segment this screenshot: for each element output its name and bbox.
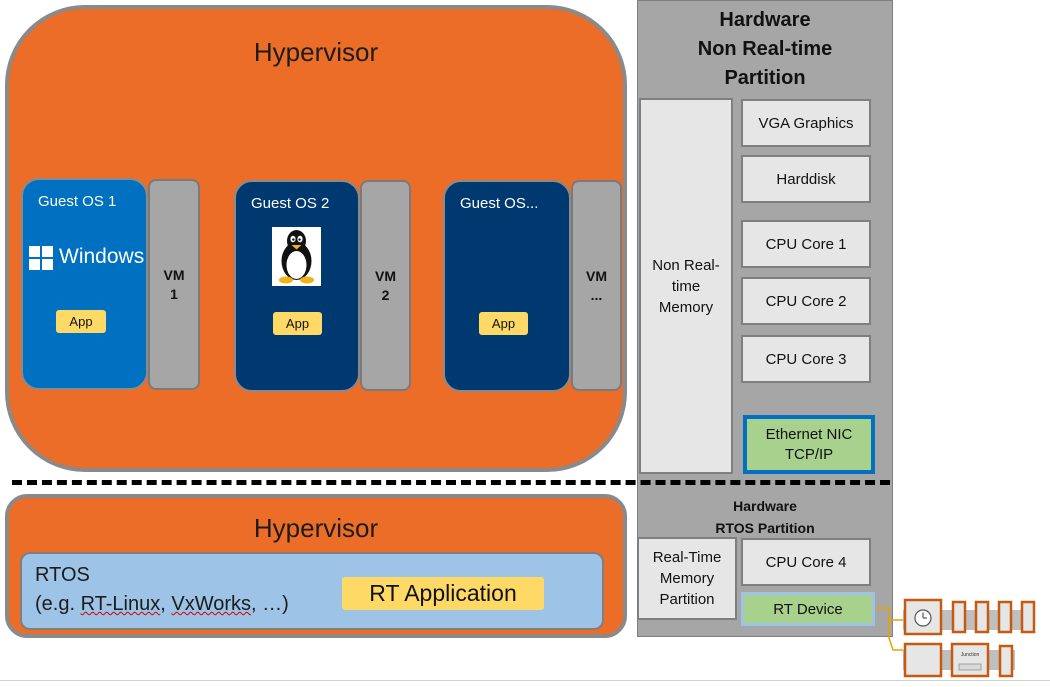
rtos-examples-prefix: (e.g.	[35, 593, 81, 615]
harddisk-box: Harddisk	[741, 155, 871, 203]
nic-line1: Ethernet NIC	[765, 425, 853, 443]
nic-line2: TCP/IP	[784, 445, 834, 463]
rt-memory-line1: Real-Time	[652, 549, 722, 566]
vm-1-label: VM	[163, 266, 185, 283]
guest-os-2-app: App	[273, 312, 322, 335]
guest-os-3-app: App	[479, 312, 528, 335]
rt-memory-line3: Partition	[659, 591, 715, 608]
cpu-core-3-box: CPU Core 3	[741, 335, 871, 383]
hardware-rt-title-line2: RTOS Partition	[715, 520, 815, 536]
cpu-core-4-box: CPU Core 4	[741, 538, 871, 586]
rtos-label: RTOS	[35, 564, 90, 586]
rtos-examples: (e.g. RT-Linux, VxWorks, …)	[35, 593, 289, 616]
non-realtime-memory: Non Real- time Memory	[639, 98, 733, 474]
hypervisor-bottom-title: Hypervisor	[253, 512, 379, 543]
linux-penguin-icon	[272, 227, 321, 286]
hardware-nrt-title-line1: Hardware	[719, 8, 811, 31]
guest-os-2-title: Guest OS 2	[251, 195, 330, 212]
rt-application: RT Application	[342, 577, 544, 610]
vm-1-number: 1	[170, 285, 178, 302]
vm-2-label: VM	[375, 267, 396, 284]
junction-label: Junction	[960, 652, 980, 658]
windows-logo-icon	[29, 246, 53, 270]
rt-memory-line2: Memory	[659, 570, 715, 587]
hardware-nrt-title-line2: Non Real-time	[697, 37, 833, 60]
hardware-nrt-title: Hardware Non Real-time Partition	[638, 5, 892, 93]
guest-os-1-title: Guest OS 1	[38, 193, 117, 210]
rt-device-box: RT Device	[741, 592, 875, 626]
vm-1: VM 1	[148, 179, 200, 390]
vga-graphics-box: VGA Graphics	[741, 99, 871, 147]
guest-os-3	[443, 180, 571, 392]
rtos-example-rtlinux: RT-Linux	[80, 593, 161, 615]
partition-separator	[12, 480, 890, 485]
nrt-memory-line1: Non Real-	[652, 256, 720, 274]
cpu-core-1-box: CPU Core 1	[741, 220, 871, 268]
hardware-nrt-title-line3: Partition	[724, 66, 806, 89]
junction-icon: Junction	[955, 651, 985, 671]
ethernet-nic-box: Ethernet NIC TCP/IP	[743, 415, 875, 474]
hardware-rt-title-line1: Hardware	[733, 498, 797, 514]
hypervisor-top-title: Hypervisor	[253, 36, 379, 67]
hardware-rt-title: Hardware RTOS Partition	[638, 494, 892, 540]
guest-os-3-title: Guest OS...	[460, 195, 539, 212]
bottom-border	[0, 680, 1050, 681]
cpu-core-2-box: CPU Core 2	[741, 277, 871, 325]
vm-3-label: VM	[586, 267, 607, 284]
windows-logo-text: Windows	[59, 245, 145, 268]
guest-os-2	[234, 180, 360, 392]
guest-os-1-app: App	[56, 310, 106, 333]
vm-2: VM 2	[360, 180, 411, 391]
rtos-examples-sep: ,	[160, 593, 172, 615]
vm-3-number: ...	[590, 286, 603, 303]
vm-2-number: 2	[381, 286, 390, 303]
guest-os-1	[21, 178, 148, 390]
nrt-memory-line3: Memory	[658, 298, 714, 316]
clock-icon	[912, 607, 934, 629]
rtos-examples-suffix: , …)	[251, 593, 289, 615]
vm-3: VM ...	[571, 180, 622, 391]
io-modules: Junction	[875, 598, 1040, 682]
nrt-memory-line2: time	[671, 277, 701, 295]
rtos-example-vxworks: VxWorks	[171, 593, 252, 615]
realtime-memory-partition: Real-Time Memory Partition	[637, 537, 737, 620]
